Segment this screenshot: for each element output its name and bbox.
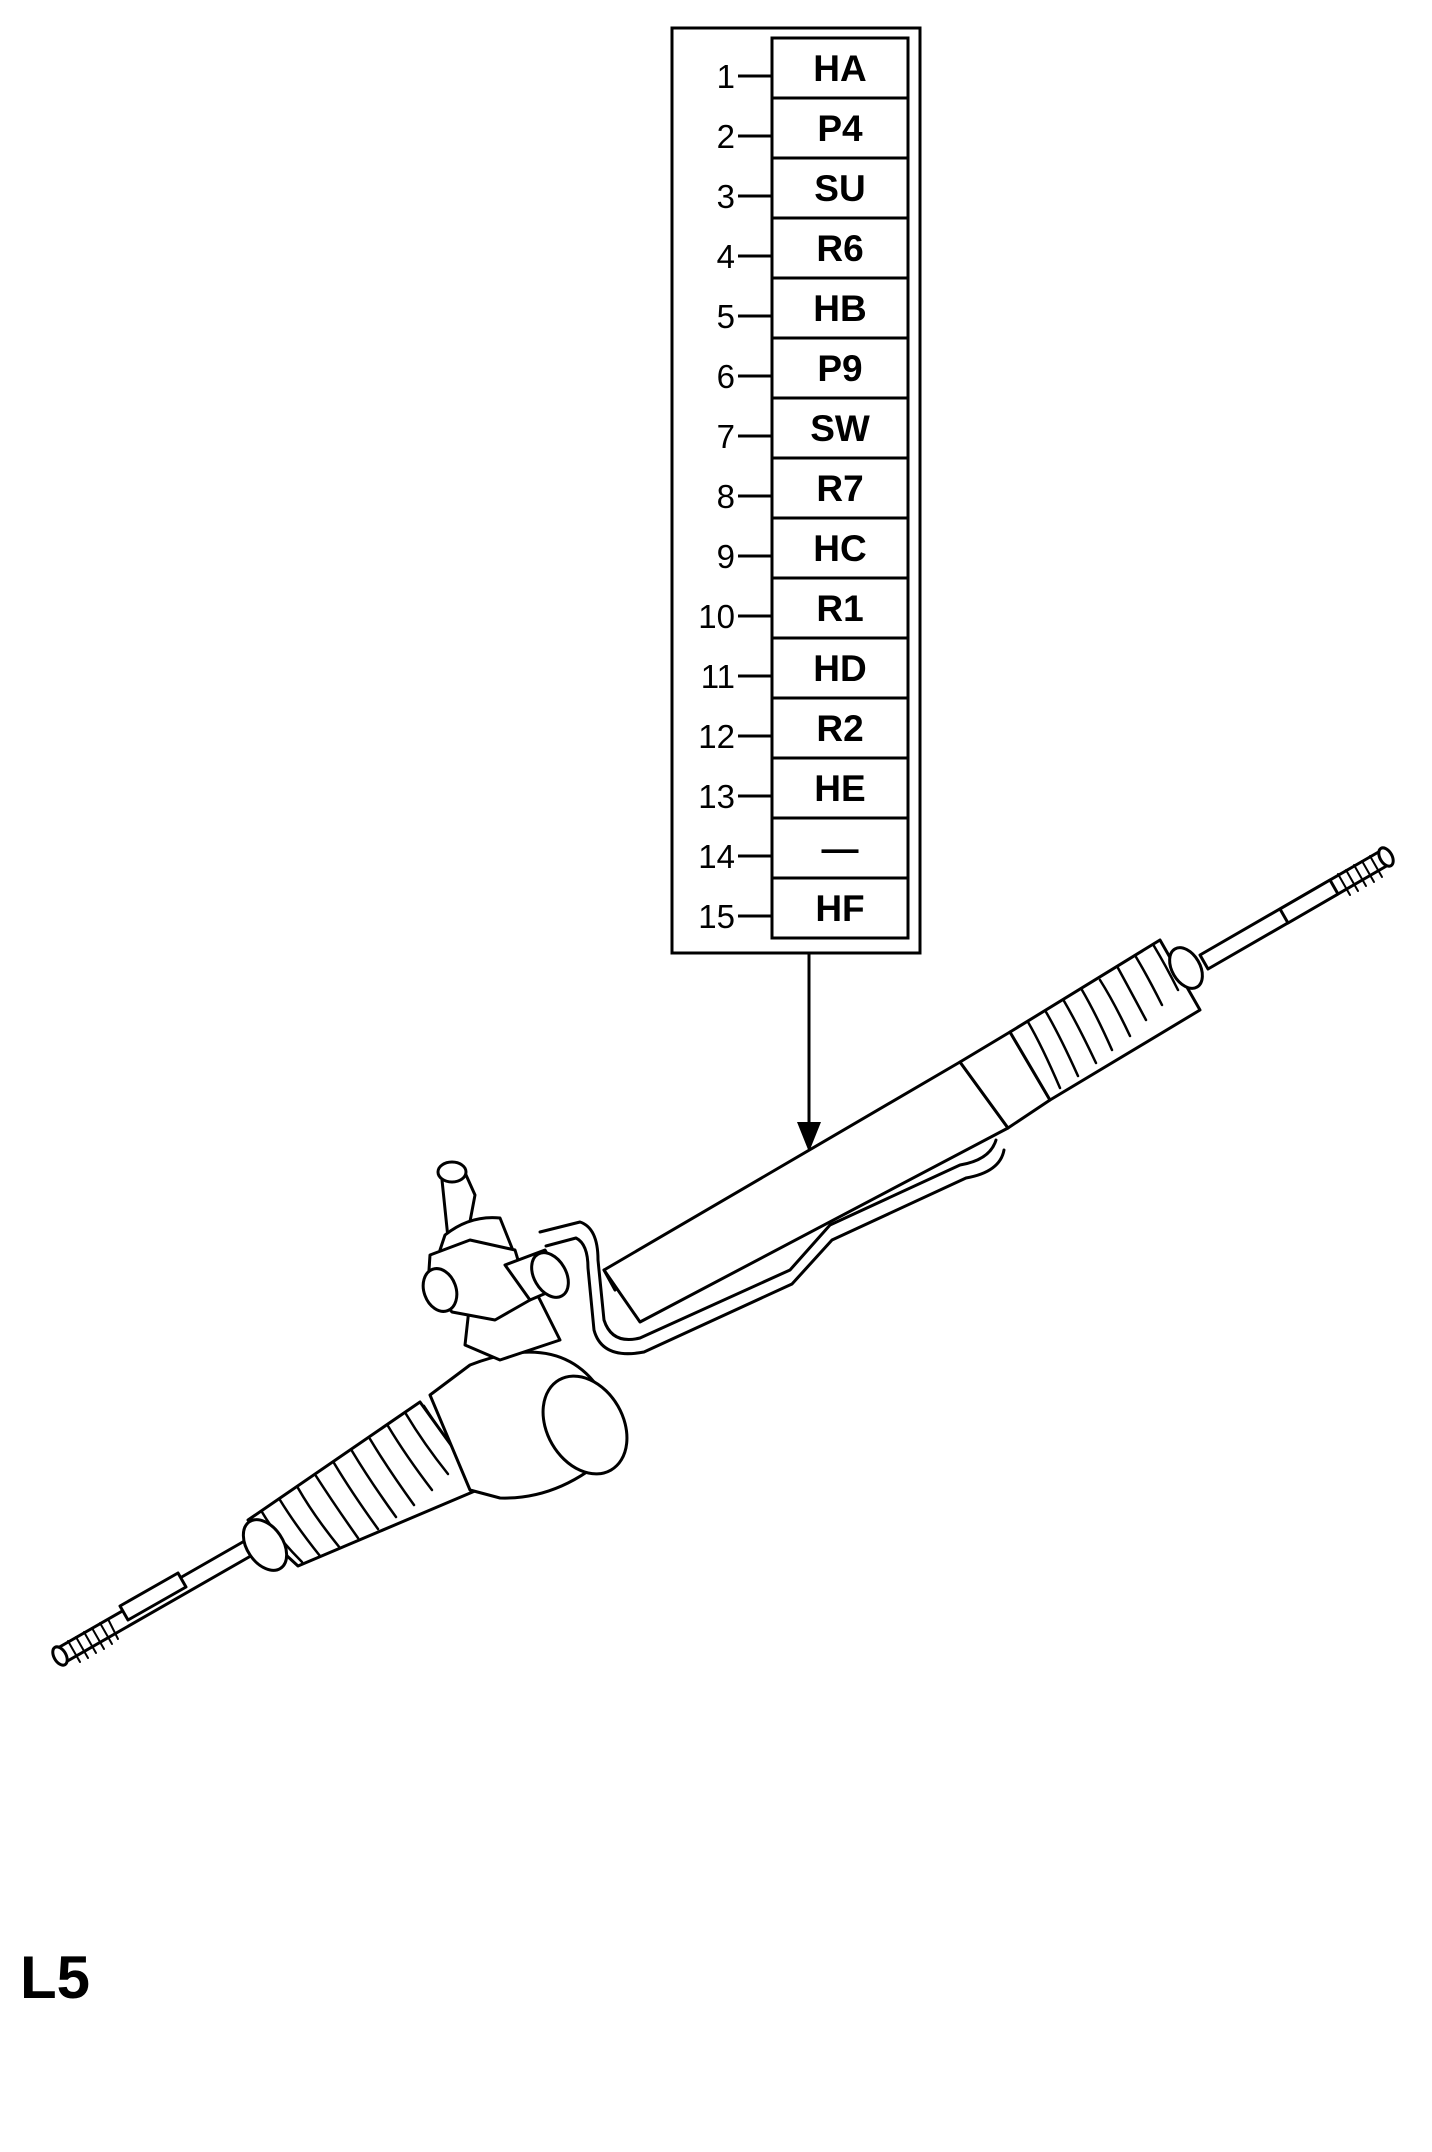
legend-row: R1 10: [698, 576, 910, 640]
legend-row: HB 5: [717, 276, 910, 340]
legend-code: R1: [816, 588, 863, 629]
legend-row: HF 15: [698, 876, 910, 940]
legend-row: P4 2: [717, 96, 910, 160]
legend-code-cell: [770, 876, 910, 940]
legend-code: P9: [817, 348, 862, 389]
legend-row: SW 7: [717, 396, 910, 460]
legend-code: HF: [815, 888, 864, 929]
legend-code: HC: [813, 528, 866, 569]
legend-code: HB: [813, 288, 866, 329]
page-label: L5: [20, 1944, 91, 2011]
right-tie-rod: [1198, 846, 1395, 971]
steering-rack-assembly-icon: [51, 846, 1395, 1667]
legend-row: — 14: [698, 816, 910, 880]
rack-tube: [602, 1060, 1010, 1324]
legend-code: R7: [816, 468, 863, 509]
legend-number: 2: [717, 118, 735, 155]
legend-row: HA 1: [717, 36, 910, 100]
legend-row: HC 9: [717, 516, 910, 580]
legend-code: R6: [816, 228, 863, 269]
legend-number: 9: [717, 538, 735, 575]
legend-row: HD 11: [701, 636, 910, 700]
left-bellows: [241, 1400, 484, 1572]
legend-number: 1: [717, 58, 735, 95]
legend-row: HE 13: [698, 756, 910, 820]
legend-number: 8: [717, 478, 735, 515]
legend-code: HA: [813, 48, 866, 89]
left-tie-rod: [51, 1537, 258, 1667]
legend-row: R2 12: [698, 696, 910, 760]
legend-number: 7: [717, 418, 735, 455]
legend-number: 13: [698, 778, 735, 815]
valve-housing: [421, 1160, 629, 1500]
legend-code: HD: [813, 648, 866, 689]
legend-table: HA1P42SU3R64HB5P96SW7R78HC9R110HD11R212H…: [670, 26, 922, 955]
legend-number: 4: [717, 238, 735, 275]
legend-number: 6: [717, 358, 735, 395]
legend-number: 11: [701, 658, 735, 695]
legend-row: SU 3: [717, 156, 910, 220]
legend-number: 3: [717, 178, 735, 215]
legend-code: SU: [814, 168, 865, 209]
legend-row: R6 4: [717, 216, 910, 280]
legend-code: —: [822, 828, 859, 869]
legend-row: P9 6: [717, 336, 910, 400]
legend-number: 15: [698, 898, 735, 935]
legend-code: R2: [816, 708, 863, 749]
legend-code: SW: [810, 408, 870, 449]
right-bellows: [1008, 938, 1204, 1102]
legend-row: R7 8: [717, 456, 910, 520]
legend-number: 12: [698, 718, 735, 755]
legend-frame: [670, 26, 922, 955]
legend-code: P4: [817, 108, 863, 149]
leader-arrow: [797, 953, 821, 1152]
legend-number: 10: [698, 598, 735, 635]
legend-number: 14: [698, 838, 735, 875]
legend-number: 5: [717, 298, 735, 335]
legend-code: HE: [814, 768, 865, 809]
